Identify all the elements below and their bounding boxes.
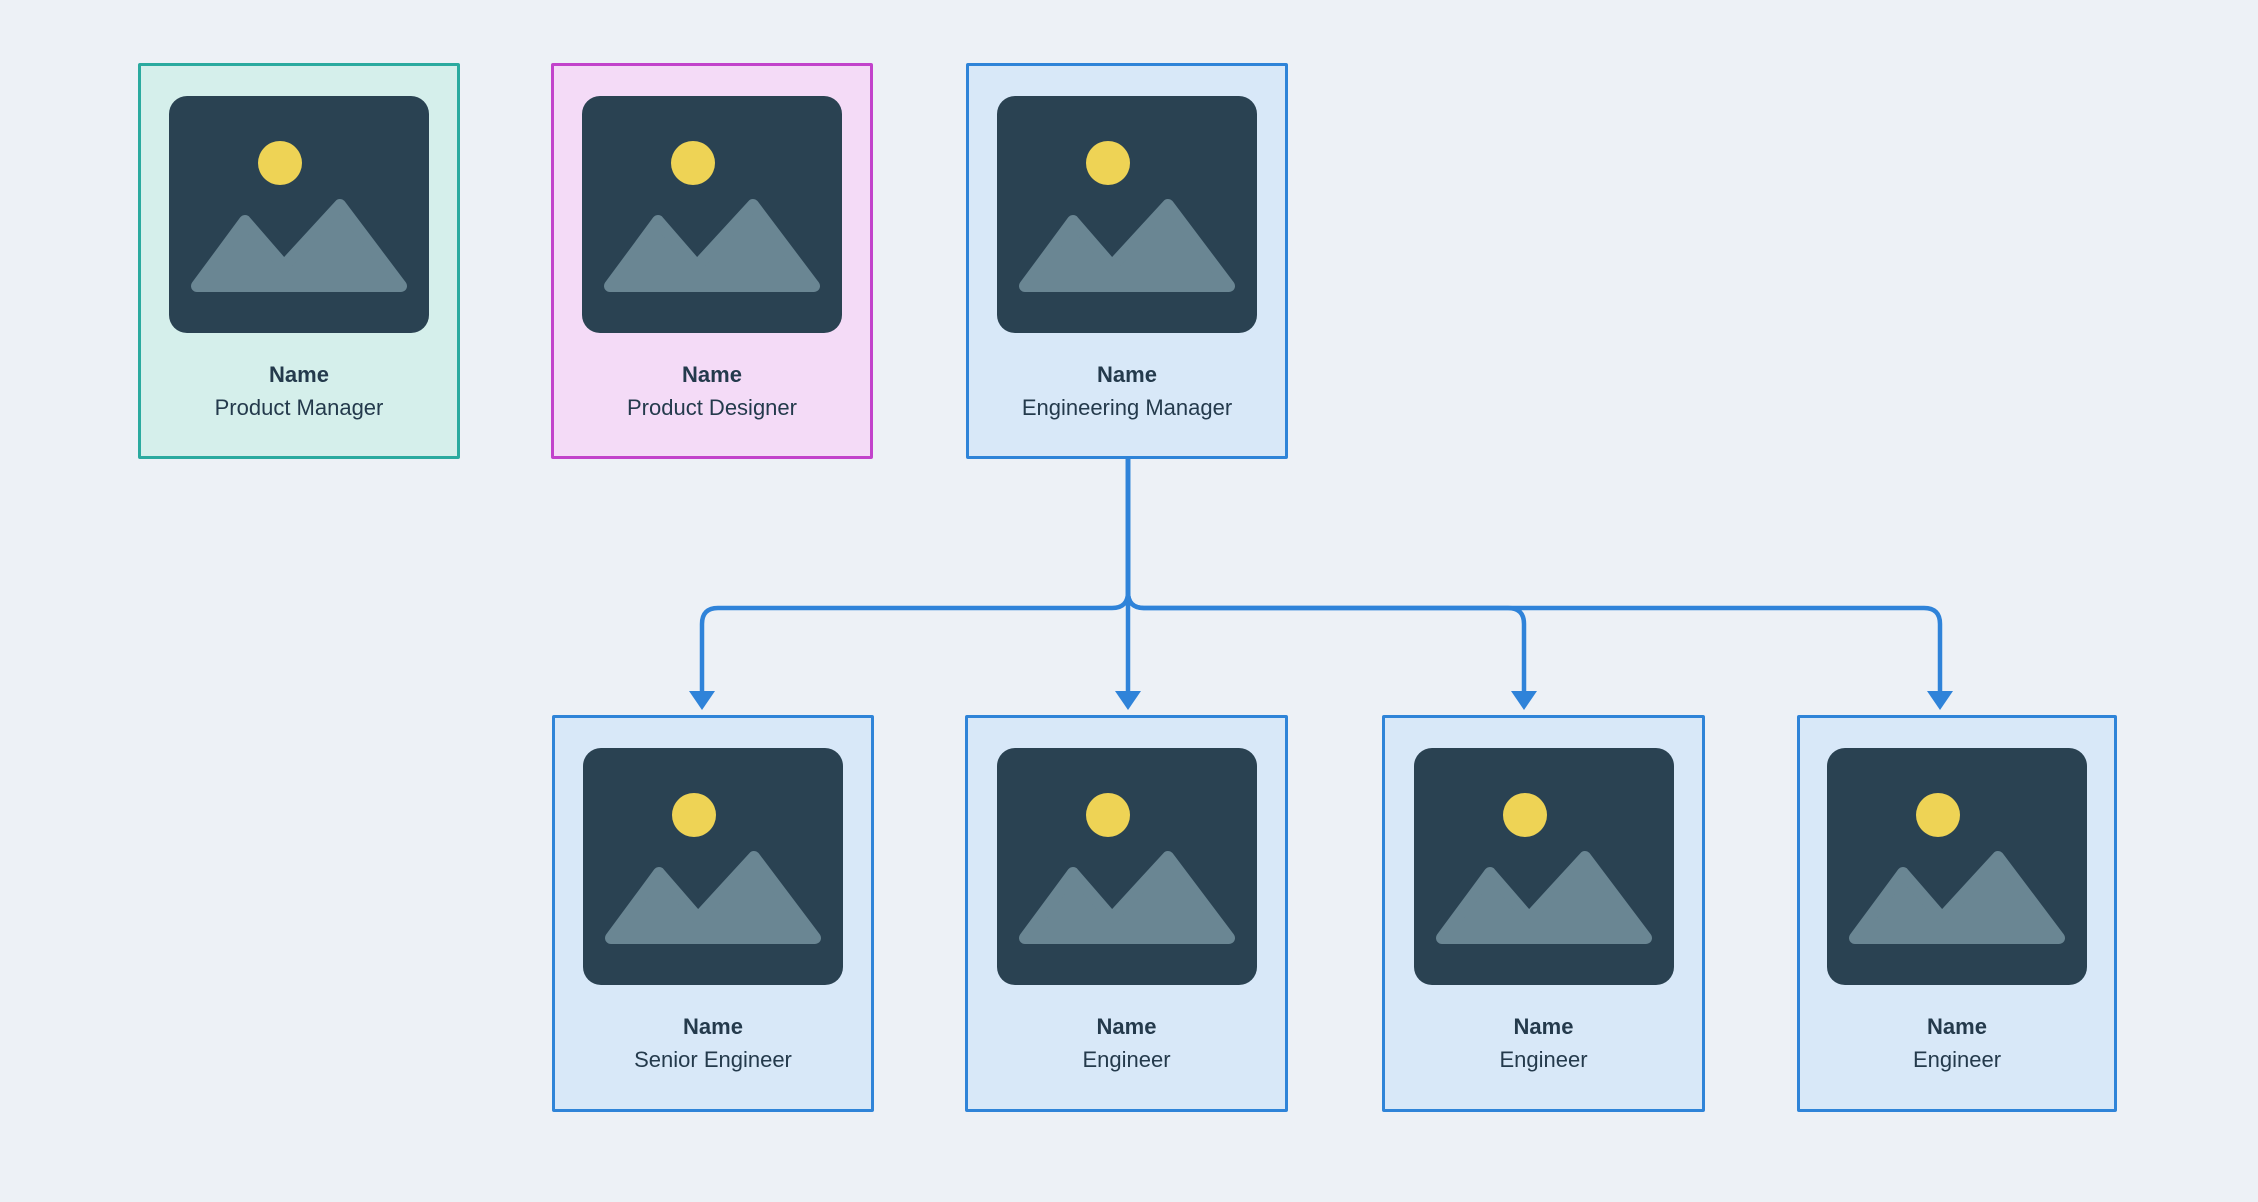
card-engineer-3[interactable]: Name Engineer	[1797, 715, 2117, 1112]
image-placeholder-icon	[1413, 748, 1674, 985]
person-role: Product Manager	[214, 395, 384, 420]
connector-to-engineer-3[interactable]	[1125, 459, 1953, 710]
image-placeholder-icon	[996, 748, 1257, 985]
card-product-designer[interactable]: Name Product Designer	[551, 63, 873, 459]
card-engineering-manager[interactable]: Name Engineering Manager	[966, 63, 1288, 459]
person-role: Engineer	[1499, 1047, 1588, 1072]
person-name: Name	[1096, 1014, 1157, 1039]
person-role: Engineering Manager	[1021, 395, 1233, 420]
image-placeholder-icon	[582, 96, 842, 333]
card-engineer-1[interactable]: Name Engineer	[965, 715, 1288, 1112]
person-name: Name	[682, 362, 742, 387]
card-product-manager[interactable]: Name Product Manager	[138, 63, 460, 459]
person-role: Product Designer	[627, 395, 797, 420]
connector-to-engineer-1[interactable]	[1115, 459, 1141, 710]
person-name: Name	[1097, 362, 1157, 387]
person-name: Name	[1513, 1014, 1574, 1039]
person-name: Name	[1927, 1014, 1987, 1039]
connector-to-engineer-2[interactable]	[1125, 459, 1537, 710]
connector-to-senior-engineer[interactable]	[689, 459, 1131, 710]
image-placeholder-icon	[997, 96, 1257, 333]
card-engineer-2[interactable]: Name Engineer	[1382, 715, 1705, 1112]
person-role: Senior Engineer	[634, 1047, 792, 1072]
image-placeholder-icon	[583, 748, 843, 985]
image-placeholder-icon	[169, 96, 429, 333]
image-placeholder-icon	[1827, 748, 2087, 985]
person-name: Name	[683, 1014, 743, 1039]
person-name: Name	[269, 362, 329, 387]
person-role: Engineer	[1082, 1047, 1171, 1072]
person-role: Engineer	[1912, 1047, 2002, 1072]
card-senior-engineer[interactable]: Name Senior Engineer	[552, 715, 874, 1112]
